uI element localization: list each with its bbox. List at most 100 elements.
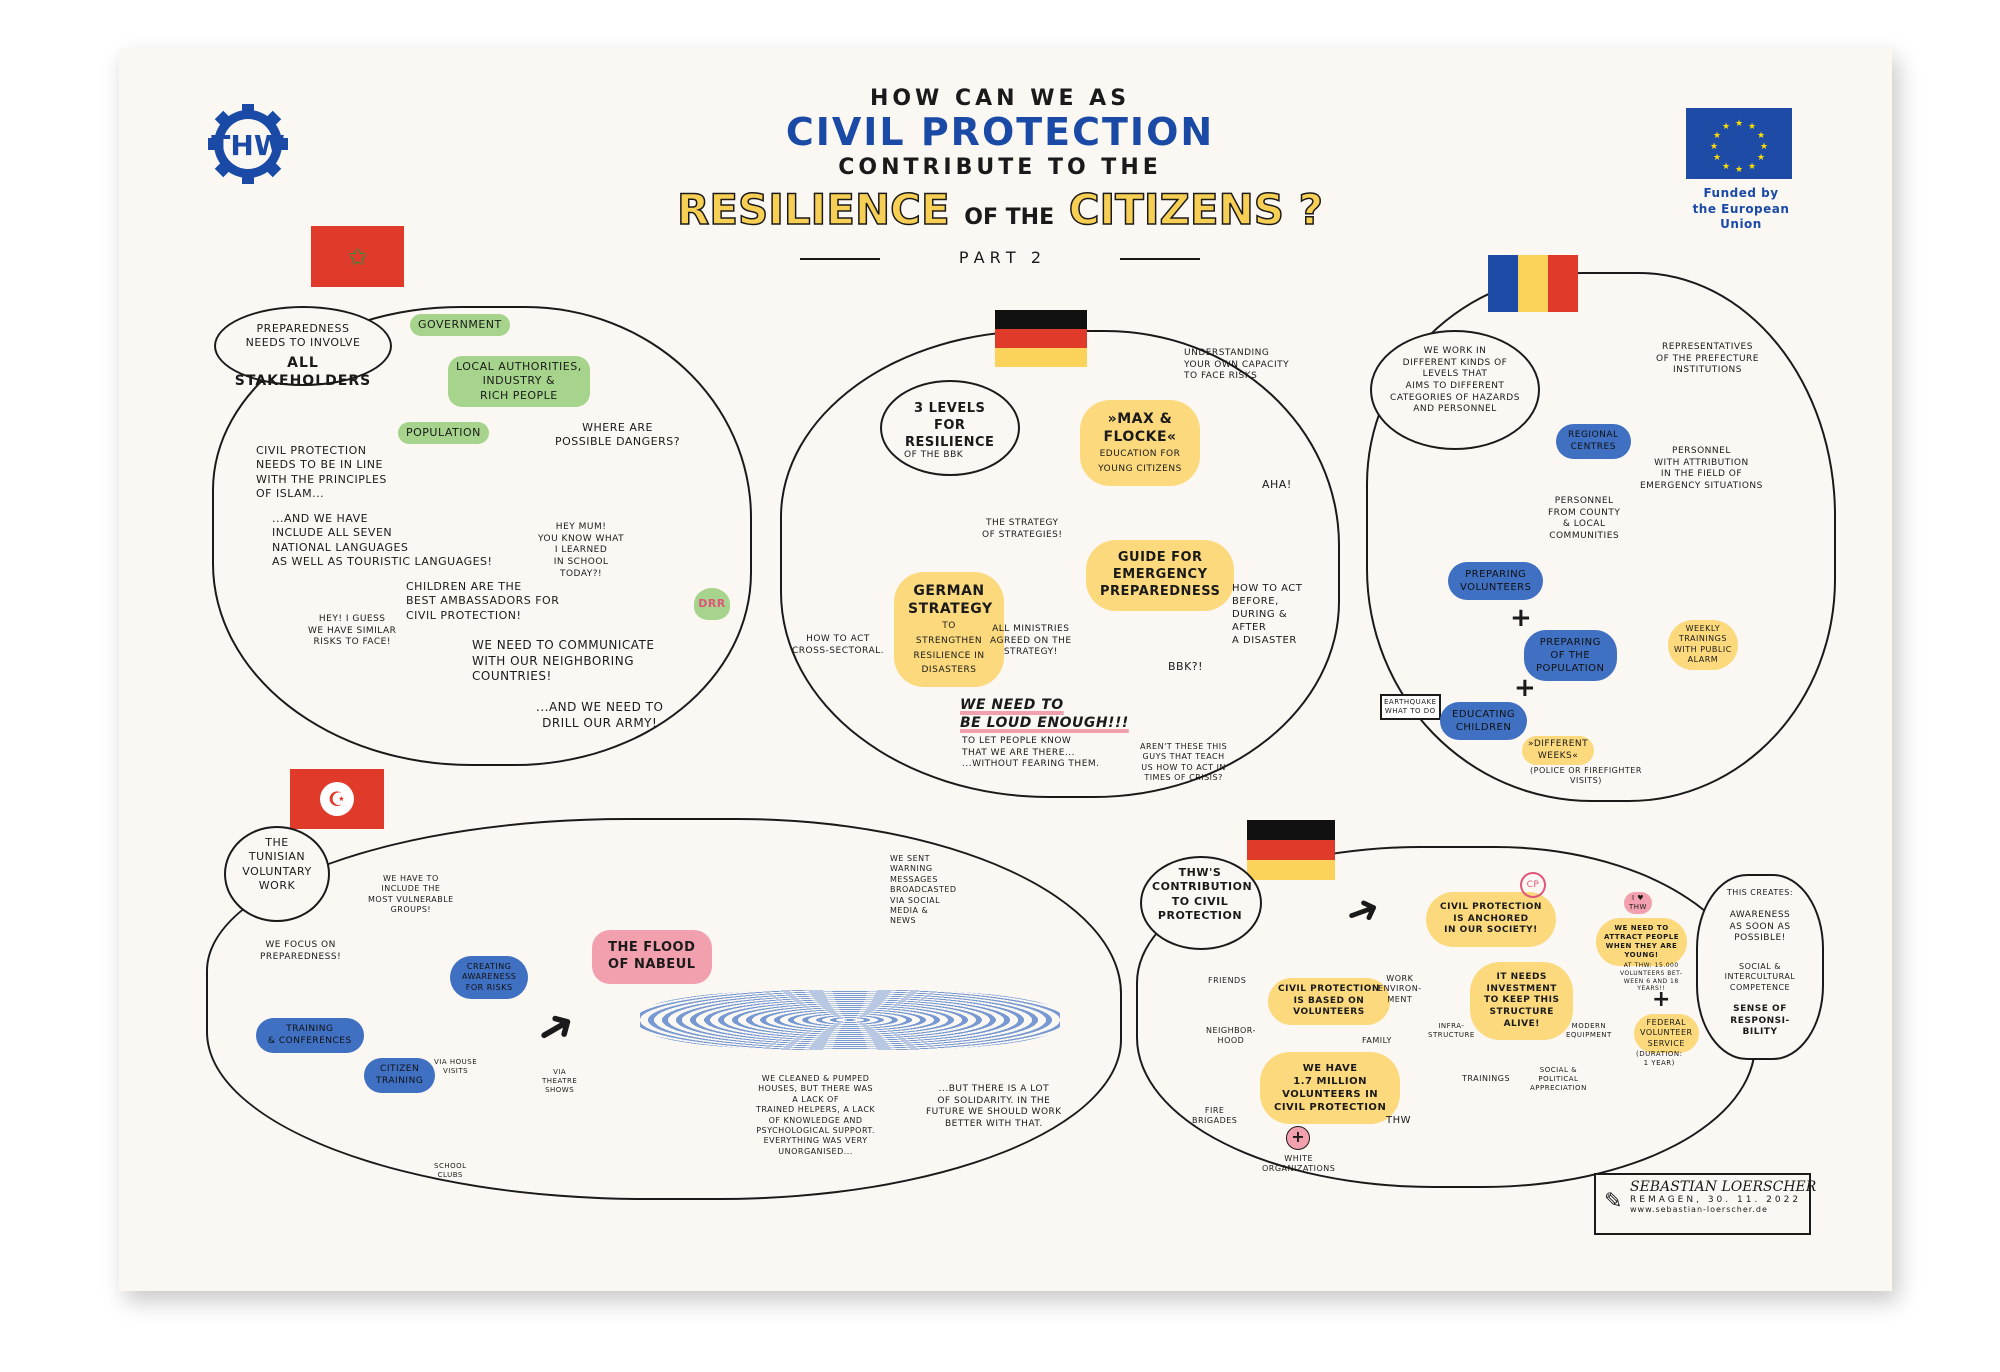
awareness-text: Awareness as soon as possible! [1729, 910, 1791, 944]
aha-speech: Aha! [1262, 478, 1292, 491]
svg-text:★: ★ [1722, 162, 1730, 172]
signature-box: ✎ Sebastian Loerscher Remagen, 30. 11. 2… [1594, 1173, 1817, 1235]
islam-text: Civil Protection needs to be in line wit… [256, 444, 387, 500]
loud-sub: To let people know that we are there... … [962, 736, 1100, 770]
signature-url: www.sebastian-loerscher.de [1630, 1205, 1768, 1214]
plus-icon: + [1510, 603, 1533, 633]
max-flocke: »Max & Flocke« Education for young citiz… [1080, 400, 1200, 486]
speech-bubble [1370, 330, 1540, 450]
svg-text:THW: THW [211, 129, 285, 162]
ministries-text: All ministries agreed on the strategy! [990, 624, 1072, 658]
title-of-the: of the [964, 205, 1055, 230]
anchor-cp-icon: CP [1520, 872, 1546, 898]
earthquake-board: Earthquake what to do [1380, 694, 1441, 721]
trainings-label: Trainings [1462, 1074, 1511, 1083]
infrastructure-label: Infra- structure [1428, 1022, 1475, 1040]
romania-flag [1488, 255, 1578, 312]
languages-text: ...and we have include all seven nationa… [272, 512, 493, 568]
arent-speech: Aren't these this guys that teach us how… [1140, 742, 1228, 783]
personnel-field-text: Personnel with attribution in the field … [1640, 446, 1763, 492]
germany-flag [1247, 820, 1335, 880]
svg-text:★: ★ [1757, 131, 1765, 141]
signature-name: Sebastian Loerscher [1630, 1179, 1817, 1195]
attract-young-text: We need to attract people when they are … [1596, 918, 1687, 967]
title-line-3: contribute to the [838, 155, 1162, 180]
svg-text:★: ★ [1713, 131, 1721, 141]
stakeholders-heading: All Stakeholders [234, 355, 372, 390]
title-line-4: Resilience of the Citizens ? [0, 184, 2000, 235]
school-clubs-text: School clubs [434, 1162, 467, 1180]
red-cross-icon: + [1286, 1126, 1310, 1150]
strategy-sub: to strengthen resilience in disasters [913, 621, 985, 676]
speech-bubble [224, 826, 330, 922]
cross-sectoral-text: How to act cross-sectoral. [792, 634, 884, 656]
i-love-thw-shirt: I ♥ THW [1624, 892, 1652, 915]
german-strategy: German Strategy to strengthen resilience… [894, 572, 1004, 688]
title-resilience: Resilience [676, 184, 950, 235]
strategy-title: German Strategy [908, 583, 993, 618]
similar-speech: Hey! I guess we have similar risks to fa… [308, 614, 397, 648]
capacity-text: Understanding your own capacity to face … [1184, 348, 1290, 382]
creating-awareness: Creating awareness for risks [450, 956, 529, 1000]
funding-text: Funded by the European Union [1692, 186, 1790, 232]
plus-icon: + [1514, 673, 1537, 703]
creates-heading: This creates: [1726, 888, 1794, 897]
social-competence-text: Social & intercultural competence [1724, 962, 1796, 992]
guide-emergency: Guide for Emergency Preparedness [1086, 540, 1235, 611]
before-after-text: How to act before, during & after a disa… [1232, 583, 1303, 646]
neighborhood-label: Neighbor- hood [1206, 1026, 1256, 1046]
work-label: Work environ- ment [1378, 974, 1422, 1004]
levels-sub: of the BBK [904, 450, 964, 460]
weekly-trainings: Weekly trainings with public alarm [1668, 620, 1738, 670]
house-visits-text: via house visits [434, 1058, 478, 1076]
flood-water [640, 990, 1060, 1050]
title-citizens: Citizens ? [1068, 184, 1324, 235]
flood-of-nabeul: The Flood of Nabeul [592, 930, 712, 984]
strategies-speech: The strategy of strategies! [982, 518, 1063, 540]
appreciation-label: Social & political appreciation [1530, 1066, 1587, 1093]
germany-flag [995, 310, 1087, 367]
stakeholders-text: Preparedness needs to involve [245, 322, 361, 350]
responsibility-text: Sense of responsi- bility [1730, 1004, 1790, 1038]
svg-text:★: ★ [1760, 142, 1768, 152]
max-flocke-title: »Max & Flocke« [1103, 411, 1177, 446]
mum-speech: Hey mum! You know what I learned in scho… [538, 522, 625, 579]
educating-children: Educating children [1440, 702, 1528, 740]
children-text: Children are the best ambassadors for ci… [406, 580, 560, 622]
thw-contribution: THW's contribution to civil protection [1152, 866, 1253, 922]
training-conferences: Training & conferences [256, 1018, 364, 1054]
regional-centres: Regional centres [1556, 424, 1631, 460]
vulnerable-speech: We have to include the most vulnerable g… [368, 874, 454, 915]
svg-text:★: ★ [1757, 153, 1765, 163]
speech-bubble [1140, 856, 1262, 950]
part-divider [800, 258, 1200, 260]
army-text: ...and we need to drill our army! [536, 700, 664, 730]
speech-bubble [214, 306, 392, 386]
bbk-speech: BBK?! [1168, 660, 1204, 673]
white-organizations-label: White organizations [1262, 1154, 1336, 1174]
population-label: Population [398, 422, 489, 445]
thw-stat-text: At THW: 15.000 volunteers bet- ween 6 an… [1620, 962, 1683, 993]
anchored-text: Civil protection is anchored in our soci… [1426, 892, 1556, 948]
title-line-2: Civil Protection [785, 110, 1215, 154]
title-line-1: How can we as [869, 86, 1131, 111]
fire-brigades-label: Fire brigades [1192, 1106, 1238, 1126]
warning-text: We sent warning messages broadcasted via… [890, 854, 957, 926]
thw-label: THW [1386, 1115, 1412, 1126]
signature-place-date: Remagen, 30. 11. 2022 [1630, 1195, 1802, 1205]
plus-icon: + [1652, 987, 1671, 1012]
germany-bbk-cloud [780, 330, 1340, 798]
representatives-text: Representatives of the prefecture instit… [1656, 342, 1759, 376]
local-authorities-label: Local authorities, industry & rich peopl… [448, 356, 590, 407]
svg-text:★: ★ [1722, 122, 1730, 132]
million-volunteers: We have 1.7 million volunteers in civil … [1260, 1052, 1401, 1124]
thw-logo: THW [204, 102, 292, 186]
pencil-icon: ✎ [1604, 1189, 1623, 1214]
cleaned-text: We cleaned & pumped houses, but there wa… [756, 1074, 876, 1156]
svg-text:★: ★ [1748, 162, 1756, 172]
svg-text:★: ★ [1735, 119, 1743, 129]
different-weeks: »Different weeks« [1522, 736, 1595, 766]
family-label: Family [1362, 1036, 1392, 1045]
levels-heading: 3 Levels for Resilience [905, 401, 995, 450]
theatre-text: via theatre shows [542, 1068, 578, 1095]
